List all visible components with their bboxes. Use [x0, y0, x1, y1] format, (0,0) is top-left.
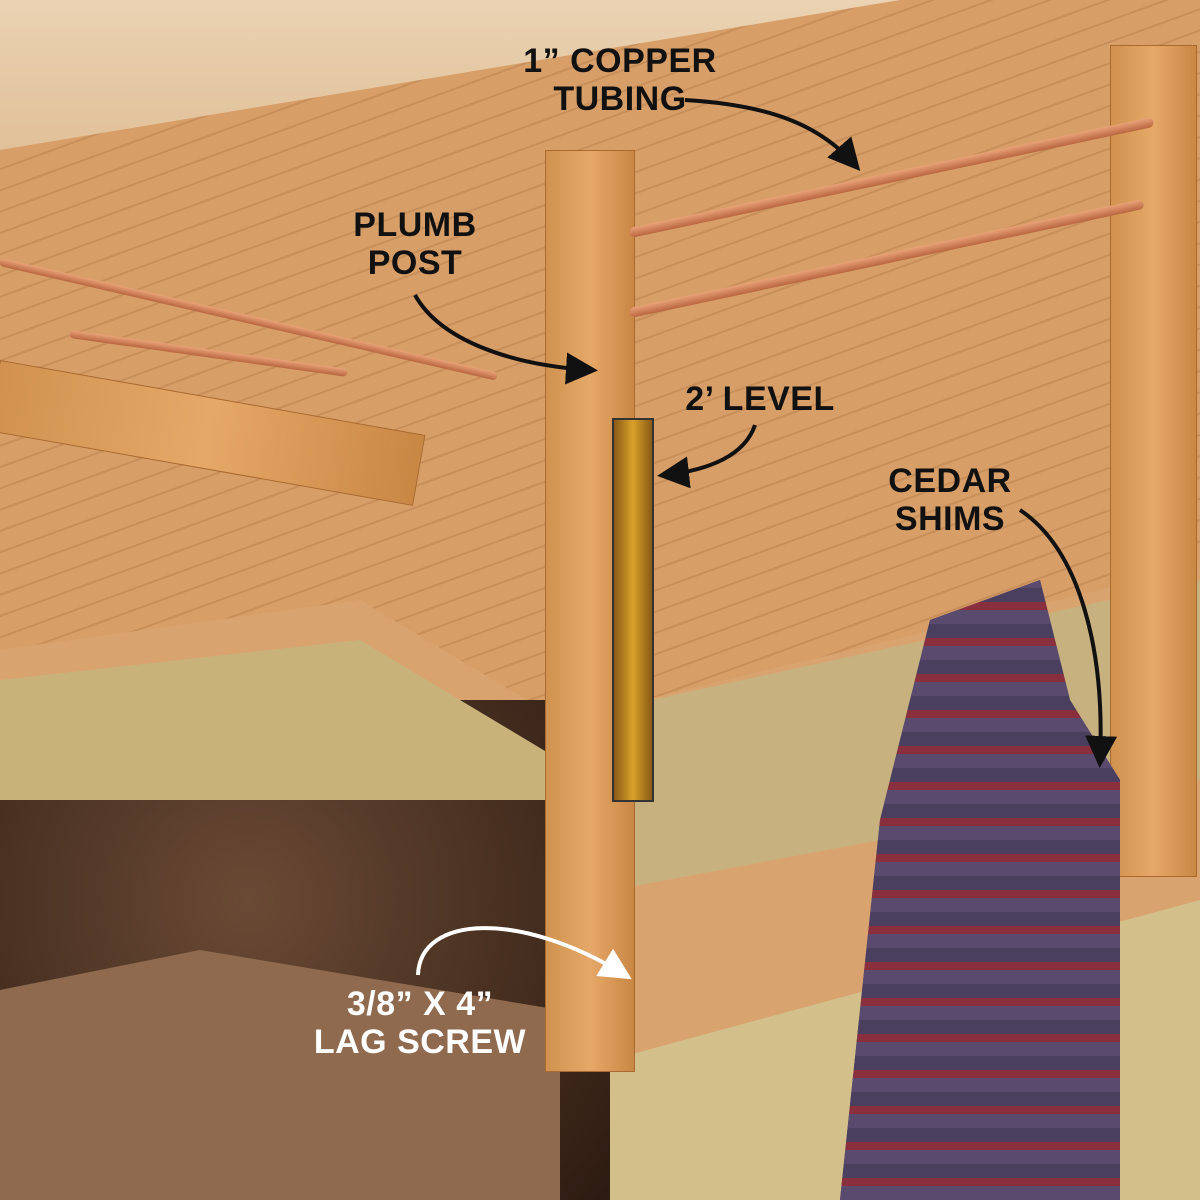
arrow-copper-tubing — [684, 98, 861, 172]
callout-copper-tubing-line1: 1” COPPER — [523, 42, 717, 80]
callout-copper-tubing-line2: TUBING — [553, 80, 687, 118]
arrow-level — [657, 424, 757, 489]
callout-cedar-shims: CEDAR SHIMS — [880, 462, 1020, 538]
arrow-cedar-shims — [1018, 508, 1118, 768]
callout-plumb-post-line1: PLUMB — [353, 206, 477, 244]
callout-plumb-post: PLUMB POST — [340, 206, 490, 282]
callout-lag-screw: 3/8” X 4” LAG SCREW — [310, 985, 530, 1061]
two-foot-level — [612, 418, 654, 802]
arrow-lag-screw — [416, 926, 632, 980]
callout-copper-tubing: 1” COPPER TUBING — [520, 42, 720, 118]
callout-lag-screw-line2: LAG SCREW — [313, 1023, 527, 1061]
corner-post — [1110, 45, 1197, 877]
callout-cedar-shims-line2: SHIMS — [894, 500, 1006, 538]
callout-level-line1: 2’ LEVEL — [685, 380, 835, 418]
callout-plumb-post-line2: POST — [367, 244, 463, 282]
arrow-plumb-post — [413, 294, 598, 385]
callout-level: 2’ LEVEL — [680, 380, 840, 418]
callout-lag-screw-line1: 3/8” X 4” — [346, 985, 494, 1023]
callout-cedar-shims-line1: CEDAR — [888, 462, 1012, 500]
